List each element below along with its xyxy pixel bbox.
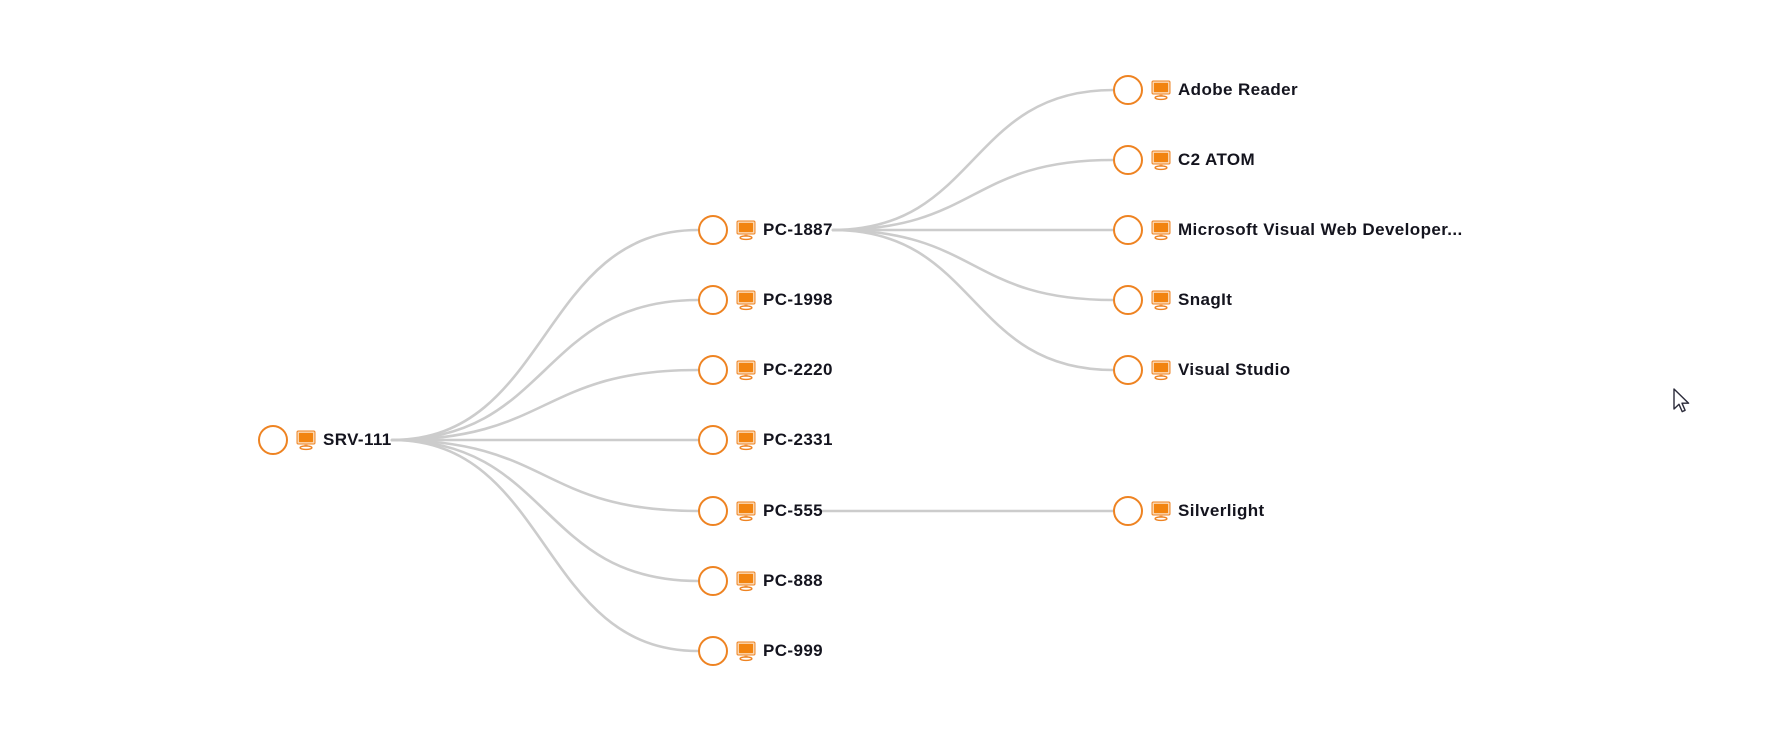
node-label: PC-2220 [763,360,833,379]
node-ring-icon[interactable] [698,636,728,666]
computer-monitor-icon [296,430,316,451]
node-label: Adobe Reader [1178,80,1299,99]
node-label: Microsoft Visual Web Developer... [1178,220,1463,239]
graph-node-pc-888[interactable]: PC-888 [698,566,823,596]
node-label: Visual Studio [1178,360,1291,379]
graph-node-pc-999[interactable]: PC-999 [698,636,823,666]
computer-monitor-icon [1151,220,1171,241]
graph-node-srv-111[interactable]: SRV-111 [258,425,392,455]
graph-node-visual-studio[interactable]: Visual Studio [1113,355,1291,385]
computer-monitor-icon [1151,290,1171,311]
node-ring-icon[interactable] [1113,355,1143,385]
graph-node-pc-1998[interactable]: PC-1998 [698,285,833,315]
node-label: PC-2331 [763,430,833,449]
node-label: Silverlight [1178,501,1265,520]
node-ring-icon[interactable] [1113,145,1143,175]
graph-node-snagit[interactable]: SnagIt [1113,285,1232,315]
node-label: SnagIt [1178,290,1233,309]
node-ring-icon[interactable] [698,425,728,455]
node-ring-icon[interactable] [1113,285,1143,315]
computer-monitor-icon [1151,80,1171,101]
graph-node-ms-visual-web-dev[interactable]: Microsoft Visual Web Developer... [1113,215,1463,245]
node-label: PC-888 [763,571,824,590]
graph-node-c2-atom[interactable]: C2 ATOM [1113,145,1255,175]
node-label: PC-999 [763,641,824,660]
node-ring-icon[interactable] [698,285,728,315]
computer-monitor-icon [736,360,756,381]
graph-node-adobe-reader[interactable]: Adobe Reader [1113,75,1298,105]
graph-node-pc-555[interactable]: PC-555 [698,496,823,526]
node-ring-icon[interactable] [1113,215,1143,245]
node-ring-icon[interactable] [1113,496,1143,526]
graph-node-pc-2331[interactable]: PC-2331 [698,425,833,455]
node-ring-icon[interactable] [698,566,728,596]
node-ring-icon[interactable] [698,355,728,385]
node-label: PC-1887 [763,220,833,239]
computer-monitor-icon [736,220,756,241]
node-label: C2 ATOM [1178,150,1256,169]
node-ring-icon[interactable] [1113,75,1143,105]
graph-node-pc-2220[interactable]: PC-2220 [698,355,833,385]
computer-monitor-icon [736,571,756,592]
computer-monitor-icon [1151,501,1171,522]
node-label: PC-555 [763,501,824,520]
node-ring-icon[interactable] [698,215,728,245]
node-label: PC-1998 [763,290,833,309]
computer-monitor-icon [736,501,756,522]
node-ring-icon[interactable] [258,425,288,455]
computer-monitor-icon [736,430,756,451]
graph-node-pc-1887[interactable]: PC-1887 [698,215,833,245]
computer-monitor-icon [736,641,756,662]
graph-node-silverlight[interactable]: Silverlight [1113,496,1265,526]
computer-monitor-icon [736,290,756,311]
computer-monitor-icon [1151,360,1171,381]
node-ring-icon[interactable] [698,496,728,526]
node-label: SRV-111 [323,430,392,449]
computer-monitor-icon [1151,150,1171,171]
